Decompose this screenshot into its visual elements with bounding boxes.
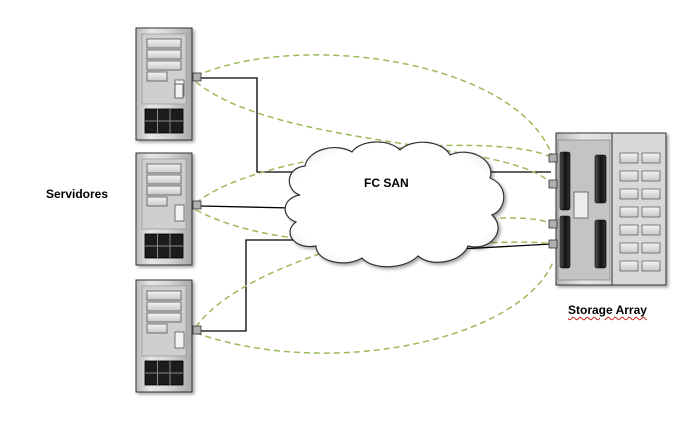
server-1-port <box>192 72 202 82</box>
link-server1-san <box>200 77 320 173</box>
path-s1-upper <box>195 54 554 159</box>
storage-array <box>555 132 667 286</box>
server-3 <box>135 279 193 393</box>
server-2-port <box>192 200 202 210</box>
fc-san-label: FC SAN <box>364 176 409 190</box>
server-3-port <box>192 325 202 335</box>
server-1 <box>135 27 193 141</box>
server-1-side-port <box>174 83 184 99</box>
link-server2-san <box>199 205 293 209</box>
link-server3-san <box>200 239 296 332</box>
server-2 <box>135 152 193 266</box>
fc-san-cloud <box>284 141 505 268</box>
servers-label: Servidores <box>46 187 109 201</box>
storage-array-label: Storage Array <box>568 303 647 317</box>
link-san-storage-b <box>459 243 552 250</box>
path-s3-lower <box>195 261 554 354</box>
